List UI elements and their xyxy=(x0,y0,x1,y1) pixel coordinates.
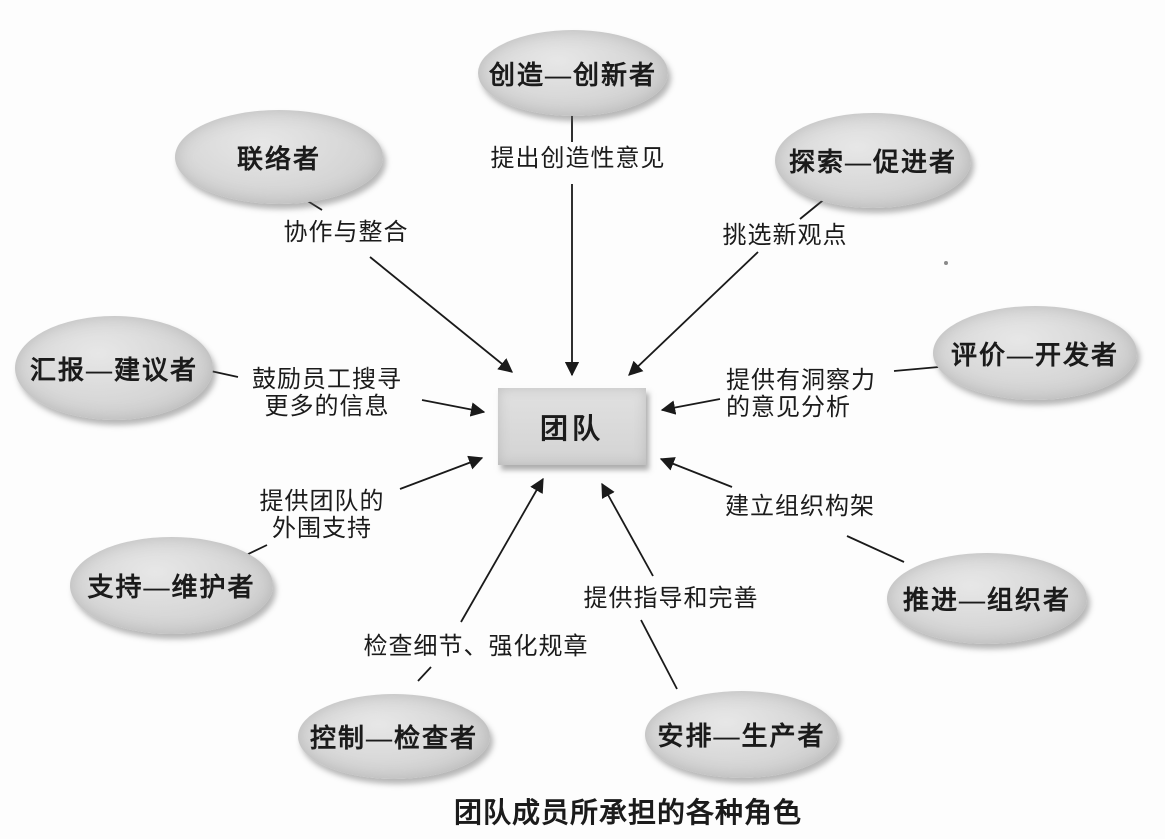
arrow-explorer-promoter-to-team xyxy=(628,251,759,376)
arrow-thruster-organizer-to-team xyxy=(659,457,733,488)
role-node-thruster-organizer: 推进—组织者 xyxy=(887,553,1087,644)
contribution-label-assessor-developer: 提供有洞察力 的意见分析 xyxy=(726,368,876,421)
role-node-controller-inspector: 控制—检查者 xyxy=(298,694,490,779)
arrow-reporter-adviser-to-team xyxy=(421,399,486,417)
arrow-controller-inspector-to-team xyxy=(460,477,544,623)
stub-thruster-organizer xyxy=(846,535,905,563)
role-node-linker: 联络者 xyxy=(175,110,383,204)
role-node-creator-innovator: 创造—创新者 xyxy=(478,30,668,116)
contribution-label-concluder-producer: 提供指导和完善 xyxy=(583,586,759,612)
contribution-label-thruster-organizer: 建立组织构架 xyxy=(725,494,875,520)
arrow-assessor-developer-to-team xyxy=(660,398,721,415)
arrow-upholder-maintainer-to-team xyxy=(399,455,484,490)
role-node-assessor-developer: 评价—开发者 xyxy=(933,306,1137,400)
stub-concluder-producer xyxy=(640,619,678,690)
figure-caption: 团队成员所承担的各种角色 xyxy=(453,798,802,829)
arrow-concluder-producer-to-team xyxy=(601,482,654,577)
arrow-linker-to-team xyxy=(369,256,513,373)
role-node-upholder-maintainer: 支持—维护者 xyxy=(70,537,273,634)
contribution-label-upholder-maintainer: 提供团队的 外围支持 xyxy=(259,489,385,542)
role-node-explorer-promoter: 探索—促进者 xyxy=(775,113,971,208)
contribution-label-linker: 协作与整合 xyxy=(283,220,409,246)
stub-controller-inspector xyxy=(417,666,432,682)
ink-speck xyxy=(944,261,948,265)
contribution-label-reporter-adviser: 鼓励员工搜寻 更多的信息 xyxy=(252,367,402,420)
team-center-box: 团队 xyxy=(498,388,646,465)
contribution-label-explorer-promoter: 挑选新观点 xyxy=(722,223,848,249)
contribution-label-controller-inspector: 检查细节、强化规章 xyxy=(363,634,589,660)
role-node-concluder-producer: 安排—生产者 xyxy=(645,691,838,778)
contribution-label-creator-innovator: 提出创造性意见 xyxy=(490,146,666,172)
role-node-reporter-adviser: 汇报—建议者 xyxy=(15,316,213,420)
